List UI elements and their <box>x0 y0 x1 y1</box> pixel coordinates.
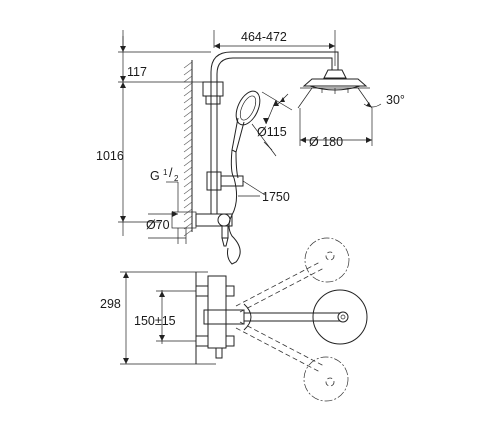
hatch-line <box>183 194 193 202</box>
hatch-line <box>183 82 193 90</box>
hand-shower <box>230 90 261 179</box>
hatch-line <box>183 215 193 223</box>
hatch-line <box>183 187 193 195</box>
top-dims <box>120 271 216 365</box>
arm-width-label: 464-472 <box>241 30 287 44</box>
hatch-line <box>183 145 193 153</box>
shower-arm <box>210 51 339 80</box>
slider <box>206 171 266 196</box>
hand-shower-dia-label: Ø115 <box>257 125 287 139</box>
hatch-line <box>183 89 193 97</box>
hatch-line <box>183 138 193 146</box>
hatch-line <box>183 229 193 237</box>
rosette-dim <box>148 228 187 244</box>
top-offset-label: 117 <box>127 65 147 79</box>
head-dia-label: Ø 180 <box>309 135 343 149</box>
height-dims <box>118 30 211 236</box>
thread-slash: / <box>169 166 173 180</box>
hatch-line <box>183 152 193 160</box>
hatch-line <box>183 131 193 139</box>
inlet-spacing-label: 150±15 <box>134 314 176 328</box>
head-angle-label: 30° <box>386 93 405 107</box>
hatch-line <box>183 124 193 132</box>
hand-shower-dim <box>251 91 293 157</box>
arm-top <box>244 289 368 345</box>
top-view <box>120 237 368 402</box>
hatch-line <box>183 75 193 83</box>
head-top-circle <box>312 289 368 345</box>
head-diameter-dim <box>299 108 373 146</box>
hatch-line <box>183 68 193 76</box>
hatch-line <box>183 110 193 118</box>
hatch-line <box>183 201 193 209</box>
hatch-line <box>183 117 193 125</box>
thermostat-top <box>195 275 252 359</box>
top-depth-label: 298 <box>100 297 121 311</box>
wall-hatch <box>183 60 193 237</box>
angle-lines <box>297 87 382 109</box>
hose <box>227 177 241 265</box>
hatch-line <box>183 159 193 167</box>
hatch-line <box>183 96 193 104</box>
labels: 464-472 117 1016 30° Ø115 Ø 180 G 1 / 2 … <box>96 30 405 328</box>
hatch-line <box>183 173 193 181</box>
riser-pipe <box>210 78 218 214</box>
hatch-line <box>183 166 193 174</box>
thermostat-front <box>171 211 233 247</box>
thread-num: 1 <box>163 168 168 177</box>
width-dim <box>213 30 336 66</box>
hatch-line <box>183 180 193 188</box>
thread-label: G <box>150 169 160 183</box>
hose-length-label: 1750 <box>262 190 290 204</box>
top-bracket-clip <box>205 95 221 105</box>
hatch-line <box>183 61 193 69</box>
thread-den: 2 <box>174 174 179 183</box>
inlet-dim <box>148 181 179 217</box>
arm-swing-positions <box>235 237 350 402</box>
top-bracket <box>202 81 224 97</box>
front-view <box>118 30 382 265</box>
rosette-dia-label: Ø70 <box>146 218 170 232</box>
hatch-line <box>183 103 193 111</box>
total-height-label: 1016 <box>96 149 124 163</box>
